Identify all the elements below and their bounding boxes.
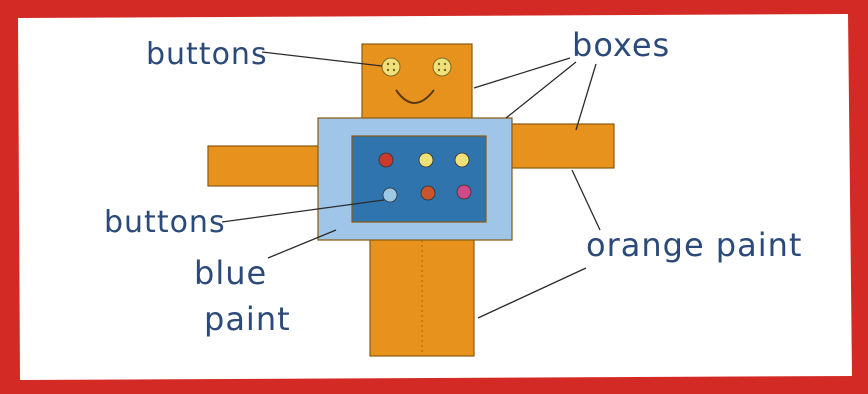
right-eye-button [433,58,451,76]
left-arm-box [208,146,336,186]
chest-button-red [379,153,393,167]
label-boxes: boxes [572,26,670,64]
chest-button-light-blue [383,188,397,202]
chest-button-yellow-1 [419,153,433,167]
label-buttons-top: buttons [146,37,268,72]
label-blue-paint-line2: paint [204,300,291,338]
right-arm-box [508,124,614,168]
chest-dark-blue-panel [352,136,486,222]
label-orange-paint: orange paint [586,226,802,264]
label-blue-paint-line1: blue [194,254,267,292]
left-eye-button [382,58,400,76]
chest-button-orange-red [421,186,435,200]
chest-button-pink [457,185,471,199]
chest-button-yellow-2 [455,153,469,167]
label-buttons-left: buttons [104,205,226,240]
